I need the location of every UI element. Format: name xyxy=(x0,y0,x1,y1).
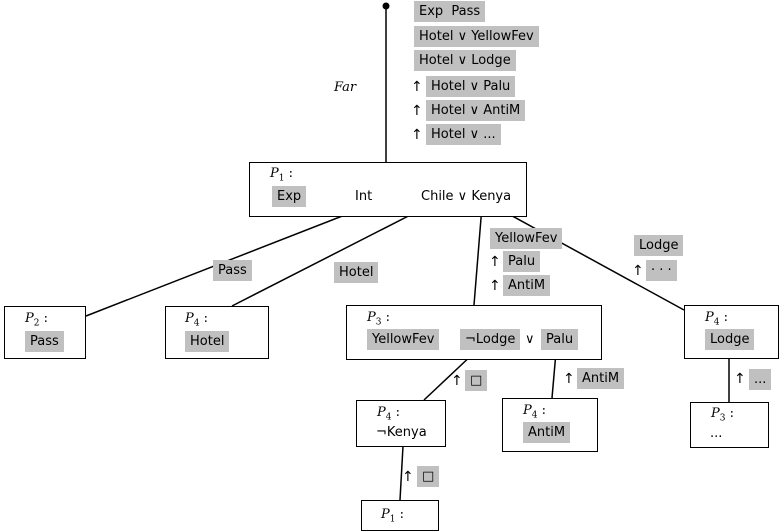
edge-chile-p4 xyxy=(231,205,429,307)
literal-pass: Pass xyxy=(25,331,64,353)
literal-hotel: Hotel xyxy=(185,331,230,353)
top-up-item: Hotel ∨ Palu xyxy=(426,76,516,98)
node-p4-antim: P4 : AntiM xyxy=(502,398,598,452)
right-stack-item: Lodge xyxy=(634,235,684,257)
node-title: P4 : xyxy=(185,311,208,329)
up-arrow: ↑ xyxy=(489,278,501,294)
literal-antim: AntiM xyxy=(523,422,571,444)
edge-kenya-p4-lodge xyxy=(493,205,685,311)
node-p4-lodge: P4 : Lodge xyxy=(684,305,779,359)
mid-up-item: Palu xyxy=(503,251,541,273)
node-p1-bottom: P1 : xyxy=(361,500,439,531)
literal-palu: Palu xyxy=(541,329,579,351)
node-title: P4 : xyxy=(523,403,546,421)
literal-int: Int xyxy=(355,189,373,204)
node-p3-small: P3 : ... xyxy=(690,402,769,448)
up-arrow: ↑ xyxy=(451,373,463,389)
node-title: P2 : xyxy=(25,311,48,329)
node-title: P4 : xyxy=(377,405,400,423)
up-arrow: ↑ xyxy=(563,371,575,387)
root-label: Far xyxy=(334,80,357,95)
top-stack-item: Exp Pass xyxy=(414,1,486,23)
literal-exp: Exp xyxy=(272,186,307,208)
edge-label-pass: Pass xyxy=(213,260,252,282)
up-arrow: ↑ xyxy=(402,469,414,485)
node-title: P1 : xyxy=(270,166,293,184)
mid-up-item: AntiM xyxy=(503,275,551,297)
box-symbol-label: □ xyxy=(417,466,440,488)
up-arrow: ↑ xyxy=(411,79,423,95)
node-p3: P3 : YellowFev ¬Lodge ∨ Palu xyxy=(346,305,602,360)
node-p1-top: P1 : Exp Int Chile ∨ Kenya xyxy=(249,162,527,217)
node-title: P1 : xyxy=(381,507,404,525)
edge-label-antim: AntiM xyxy=(577,368,625,390)
or-symbol: ∨ xyxy=(525,332,535,347)
node-p2: P2 : Pass xyxy=(4,306,86,359)
node-title: P3 : xyxy=(367,310,390,328)
node-p4-kenya: P4 : ¬Kenya xyxy=(356,400,446,447)
node-p4-hotel: P4 : Hotel xyxy=(165,306,269,359)
literal-dots: ... xyxy=(710,426,723,441)
top-stack-item: Hotel ∨ YellowFev xyxy=(414,26,539,48)
edge-kenya-p3 xyxy=(473,205,483,306)
mid-stack-item: YellowFev xyxy=(490,228,563,250)
edge-label-dots: ... xyxy=(749,369,772,391)
node-title: P3 : xyxy=(711,406,734,424)
literal-yellowfev: YellowFev xyxy=(367,329,440,351)
edge-lodge-kenya xyxy=(423,351,476,401)
up-arrow: ↑ xyxy=(734,371,746,387)
edge-kenya-p1 xyxy=(399,445,404,501)
up-arrow: ↑ xyxy=(411,103,423,119)
literal-chile-kenya: Chile ∨ Kenya xyxy=(421,189,512,204)
literal-lodge: Lodge xyxy=(705,329,755,351)
top-up-item: Hotel ∨ ... xyxy=(426,124,501,146)
literal-not-lodge: ¬Lodge xyxy=(460,329,521,351)
up-arrow: ↑ xyxy=(489,254,501,270)
edge-label-hotel: Hotel xyxy=(334,262,379,284)
top-up-item: Hotel ∨ AntiM xyxy=(426,100,526,122)
up-arrow: ↑ xyxy=(411,127,423,143)
right-up-item: · · · xyxy=(646,260,677,282)
up-arrow: ↑ xyxy=(632,263,644,279)
box-symbol-label: □ xyxy=(465,370,488,392)
literal-not-kenya: ¬Kenya xyxy=(376,425,427,440)
top-stack-item: Hotel ∨ Lodge xyxy=(414,50,516,72)
node-title: P4 : xyxy=(705,310,728,328)
